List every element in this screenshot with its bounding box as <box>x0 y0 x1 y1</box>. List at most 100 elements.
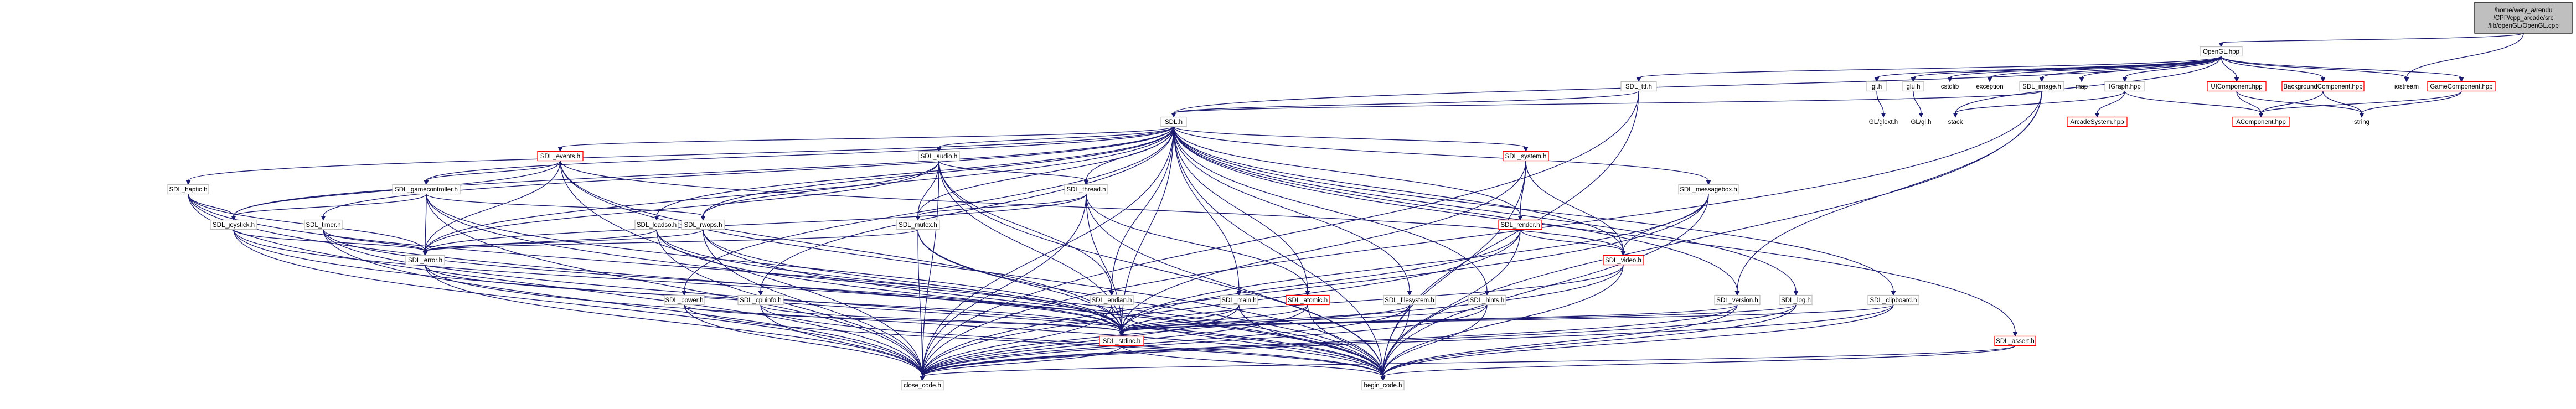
sdl-log-node[interactable]: SDL_log.h <box>1779 294 1813 306</box>
begin-code-node[interactable]: begin_code.h <box>1361 380 1405 391</box>
sdl-endian-node[interactable]: SDL_endian.h <box>1090 294 1134 306</box>
sdl-video-node[interactable]: SDL_video.h <box>1603 255 1644 266</box>
edge-sdl_audio-to-close_code <box>922 161 939 377</box>
sdl-thread-node-box <box>1064 184 1108 195</box>
close-code-node[interactable]: close_code.h <box>901 380 944 391</box>
arcadesystem-hpp-node[interactable]: ArcadeSystem.hpp <box>2067 116 2128 127</box>
edge-sdl_h-to-sdl_main <box>1173 126 1240 292</box>
sdl-atomic-node[interactable]: SDL_atomic.h <box>1286 294 1330 306</box>
edge-sdl_system-to-sdl_render <box>1520 161 1526 216</box>
edge-igraph-to-acomp <box>2124 91 2262 114</box>
sdl-power-node[interactable]: SDL_power.h <box>664 294 705 306</box>
sdl-render-node-label: SDL_render.h <box>1501 222 1540 229</box>
sdl-image-node[interactable]: SDL_image.h <box>2019 81 2064 92</box>
sdl-messagebox-node-box <box>1678 184 1739 195</box>
begin-code-node-label: begin_code.h <box>1364 382 1402 389</box>
edge-sdl_error-to-begin_code <box>425 265 1383 377</box>
sdl-error-node[interactable]: SDL_error.h <box>405 255 445 266</box>
uicomponent-hpp-node[interactable]: UIComponent.hpp <box>2207 81 2267 92</box>
backgroundcomponent-hpp-node[interactable]: BackgroundComponent.hpp <box>2281 81 2365 92</box>
edge-arrowhead-sdl_events-to-sdl_gamecontroller <box>424 180 429 185</box>
acomponent-hpp-node[interactable]: AComponent.hpp <box>2232 116 2290 127</box>
gl-h-node-label: gl.h <box>1872 84 1882 90</box>
sdl-main-node[interactable]: SDL_main.h <box>1220 294 1258 306</box>
sdl-ttf-node[interactable]: SDL_ttf.h <box>1620 81 1657 92</box>
edge-sdl_mutex-to-sdl_stdinc <box>917 229 1122 333</box>
edge-arrowhead-opengl_hpp-to-iostream <box>2404 77 2409 82</box>
sdl-mutex-node-label: SDL_mutex.h <box>899 222 937 229</box>
edge-sdl_mutex-to-sdl_error <box>425 229 918 252</box>
edge-sdl_hints-to-begin_code <box>1382 304 1488 377</box>
sdl-system-node[interactable]: SDL_system.h <box>1503 151 1549 162</box>
sdl-stdinc-node[interactable]: SDL_stdinc.h <box>1099 335 1144 346</box>
sdl-gamecontroller-node[interactable]: SDL_gamecontroller.h <box>392 184 461 195</box>
exception-node-label: exception <box>1976 84 2003 90</box>
edge-sdl_video-to-close_code <box>922 265 1624 377</box>
sdl-cpuinfo-node[interactable]: SDL_cpuinfo.h <box>737 294 784 306</box>
sdl-version-node[interactable]: SDL_version.h <box>1714 294 1761 306</box>
sdl-hints-node[interactable]: SDL_hints.h <box>1468 294 1506 306</box>
root-file-node[interactable]: /home/wery_a/rendu/CPP/cpp_arcade/src/li… <box>2474 2 2573 34</box>
sdl-messagebox-node[interactable]: SDL_messagebox.h <box>1678 184 1739 195</box>
edge-opengl_hpp-to-gamecomp <box>2221 55 2462 79</box>
edge-sdl_h-to-sdl_filesystem <box>1173 126 1410 292</box>
edge-sdl_h-to-close_code <box>922 126 1174 377</box>
sdl-audio-node-label: SDL_audio.h <box>921 153 958 160</box>
nodes-layer: /home/wery_a/rendu/CPP/cpp_arcade/src/li… <box>167 2 2573 391</box>
sdl-power-node-box <box>664 294 705 306</box>
sdl-timer-node[interactable]: SDL_timer.h <box>304 219 343 230</box>
sdl-video-node-box <box>1603 255 1644 266</box>
sdl-haptic-node[interactable]: SDL_haptic.h <box>167 184 209 195</box>
edge-sdl_cpuinfo-to-sdl_stdinc <box>760 304 1122 333</box>
edge-arrowhead-opengl_hpp-to-sdl_image <box>2039 77 2045 82</box>
opengl-hpp-node-label: OpenGL.hpp <box>2203 49 2239 55</box>
sdl-h-node[interactable]: SDL.h <box>1160 116 1187 127</box>
edge-sdl_h-to-sdl_audio <box>938 126 1174 148</box>
edge-sdl_rwops-to-begin_code <box>703 229 1383 377</box>
edge-arrowhead-sdl_render-to-sdl_video <box>1620 251 1626 256</box>
sdl-audio-node[interactable]: SDL_audio.h <box>918 151 960 162</box>
edge-sdl_h-to-sdl_log <box>1173 126 1797 292</box>
glu-h-node[interactable]: glu.h <box>1902 81 1924 92</box>
sdl-messagebox-node-label: SDL_messagebox.h <box>1680 187 1737 193</box>
sdl-power-node-label: SDL_power.h <box>665 297 703 304</box>
sdl-clipboard-node[interactable]: SDL_clipboard.h <box>1867 294 1919 306</box>
sdl-gamecontroller-node-box <box>392 184 461 195</box>
gamecomponent-hpp-node-label: GameComponent.hpp <box>2430 84 2492 90</box>
sdl-render-node[interactable]: SDL_render.h <box>1498 219 1542 230</box>
gl-glext-node-label: GL/glext.h <box>1869 119 1898 126</box>
edge-sdl_render-to-sdl_video <box>1520 229 1624 252</box>
edge-sdl_h-to-sdl_assert <box>1173 126 2016 333</box>
edge-sdl_h-to-sdl_messagebox <box>1173 126 1709 181</box>
sdl-system-node-label: SDL_system.h <box>1505 153 1547 160</box>
sdl-rwops-node-label: SDL_rwops.h <box>684 222 722 229</box>
edge-arrowhead-gamecomp-to-string <box>2359 113 2365 118</box>
igraph-hpp-node[interactable]: IGraph.hpp <box>2104 81 2145 92</box>
opengl-hpp-node-box <box>2200 46 2243 57</box>
sdl-events-node[interactable]: SDL_events.h <box>537 151 584 162</box>
edge-sdl_clipboard-to-sdl_stdinc <box>1121 304 1894 333</box>
opengl-hpp-node[interactable]: OpenGL.hpp <box>2200 46 2243 57</box>
edge-sdl_timer-to-sdl_error <box>323 229 426 252</box>
sdl-atomic-node-label: SDL_atomic.h <box>1288 297 1328 304</box>
sdl-filesystem-node[interactable]: SDL_filesystem.h <box>1383 294 1436 306</box>
sdl-loadso-node[interactable]: SDL_loadso.h <box>634 219 679 230</box>
edge-sdl_main-to-begin_code <box>1238 304 1383 377</box>
edge-arrowhead-opengl_hpp-to-igraph <box>2122 77 2128 82</box>
edge-arrowhead-opengl_hpp-to-gl_h <box>1874 77 1880 82</box>
gamecomponent-hpp-node[interactable]: GameComponent.hpp <box>2427 81 2496 92</box>
map-node: map <box>2076 84 2088 90</box>
sdl-assert-node[interactable]: SDL_assert.h <box>1994 335 2036 346</box>
sdl-thread-node[interactable]: SDL_thread.h <box>1064 184 1108 195</box>
edge-opengl_hpp-to-igraph <box>2124 56 2222 78</box>
edge-igraph-to-stack <box>1955 91 2125 114</box>
sdl-mutex-node[interactable]: SDL_mutex.h <box>896 219 940 230</box>
edge-arrowhead-sdl_clipboard-to-sdl_stdinc <box>1119 332 1124 337</box>
sdl-joystick-node[interactable]: SDL_joystick.h <box>210 219 257 230</box>
sdl-rwops-node[interactable]: SDL_rwops.h <box>681 219 725 230</box>
edge-sdl_video-to-begin_code <box>1382 265 1624 377</box>
sdl-stdinc-node-box <box>1099 335 1144 346</box>
edge-sdl_h-to-sdl_cpuinfo <box>760 126 1174 292</box>
gl-h-node[interactable]: gl.h <box>1866 81 1887 92</box>
exception-node: exception <box>1976 84 2003 90</box>
